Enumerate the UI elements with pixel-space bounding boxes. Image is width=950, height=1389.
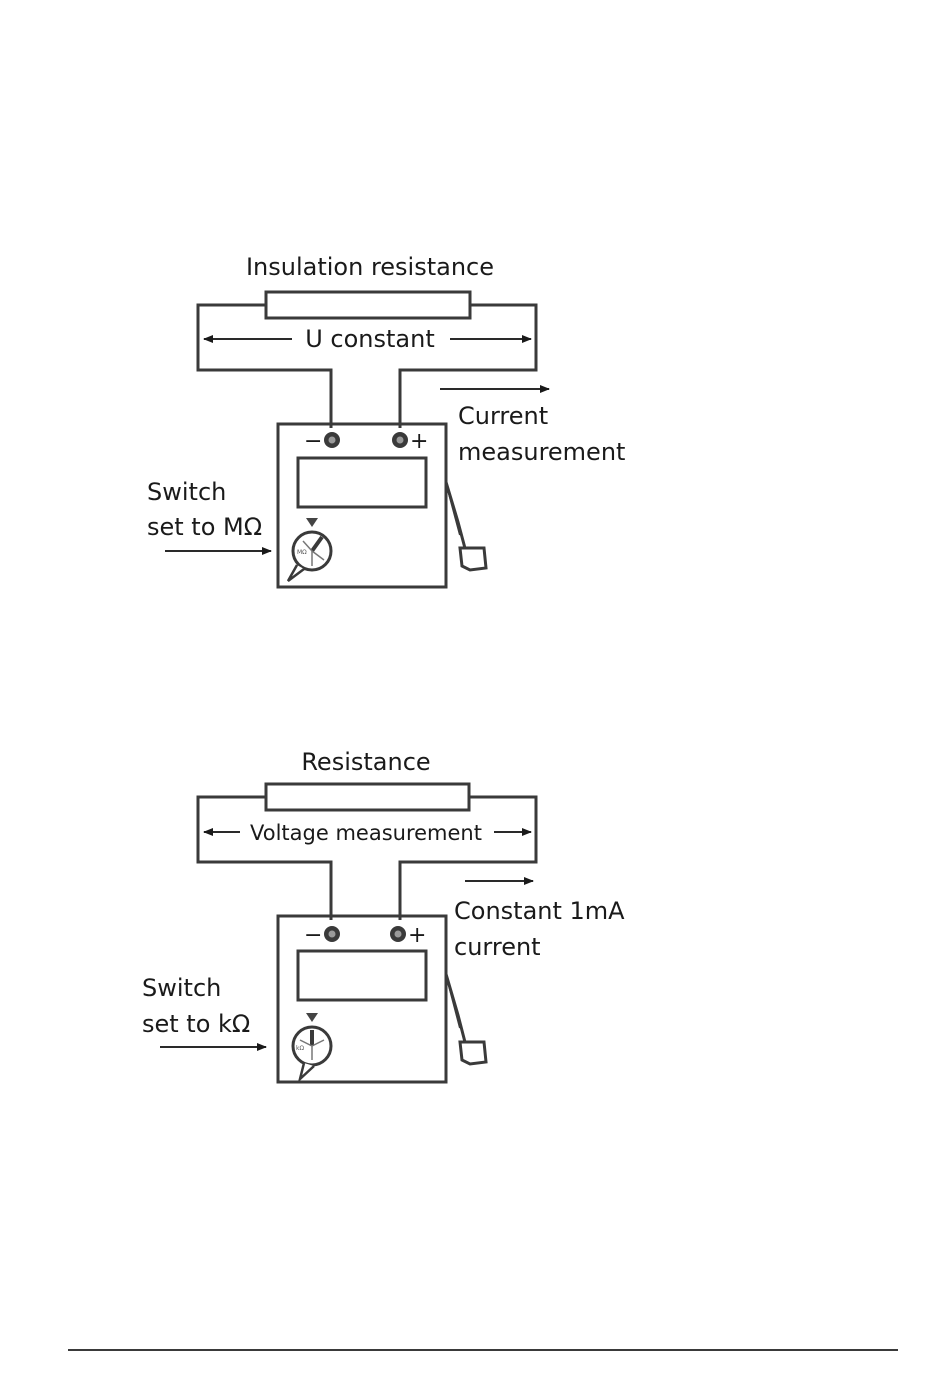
current-label-line1: Current — [458, 402, 548, 430]
current-label-line2: measurement — [458, 438, 625, 466]
current-label-line2: current — [454, 933, 541, 961]
diagram-title: Insulation resistance — [246, 253, 494, 281]
crank-handle-icon — [446, 482, 486, 570]
switch-label-line1: Switch — [147, 478, 226, 506]
measurement-label: U constant — [305, 325, 435, 353]
footer-divider — [68, 1349, 898, 1351]
resistor-symbol — [266, 292, 470, 318]
switch-label-line2: set to kΩ — [142, 1010, 250, 1038]
plus-terminal-label: + — [408, 923, 426, 948]
plus-terminal-label: + — [410, 429, 428, 454]
diagram-resistance: Resistance Voltage measurement Constant … — [142, 748, 625, 1082]
switch-label-line1: Switch — [142, 974, 221, 1002]
knob-pointer-icon — [306, 518, 318, 527]
meter-display — [298, 458, 426, 507]
current-label-line1: Constant 1mA — [454, 897, 625, 925]
crank-handle-icon — [446, 974, 486, 1064]
diagram-insulation-resistance: Insulation resistance U constant Current… — [147, 253, 625, 587]
minus-terminal-label: − — [304, 923, 322, 948]
diagram-title: Resistance — [301, 748, 430, 776]
minus-terminal-label: − — [304, 429, 322, 454]
svg-text:MΩ: MΩ — [297, 549, 307, 556]
resistor-symbol — [266, 784, 469, 810]
selector-knob-icon: kΩ — [293, 1027, 331, 1079]
selector-knob-icon: MΩ — [288, 532, 331, 581]
svg-text:kΩ: kΩ — [296, 1045, 304, 1052]
left-wire — [198, 305, 331, 428]
knob-pointer-icon — [306, 1013, 318, 1022]
left-wire — [198, 797, 331, 920]
measurement-label: Voltage measurement — [250, 821, 482, 845]
meter-display — [298, 951, 426, 1000]
switch-label-line2: set to MΩ — [147, 513, 262, 541]
